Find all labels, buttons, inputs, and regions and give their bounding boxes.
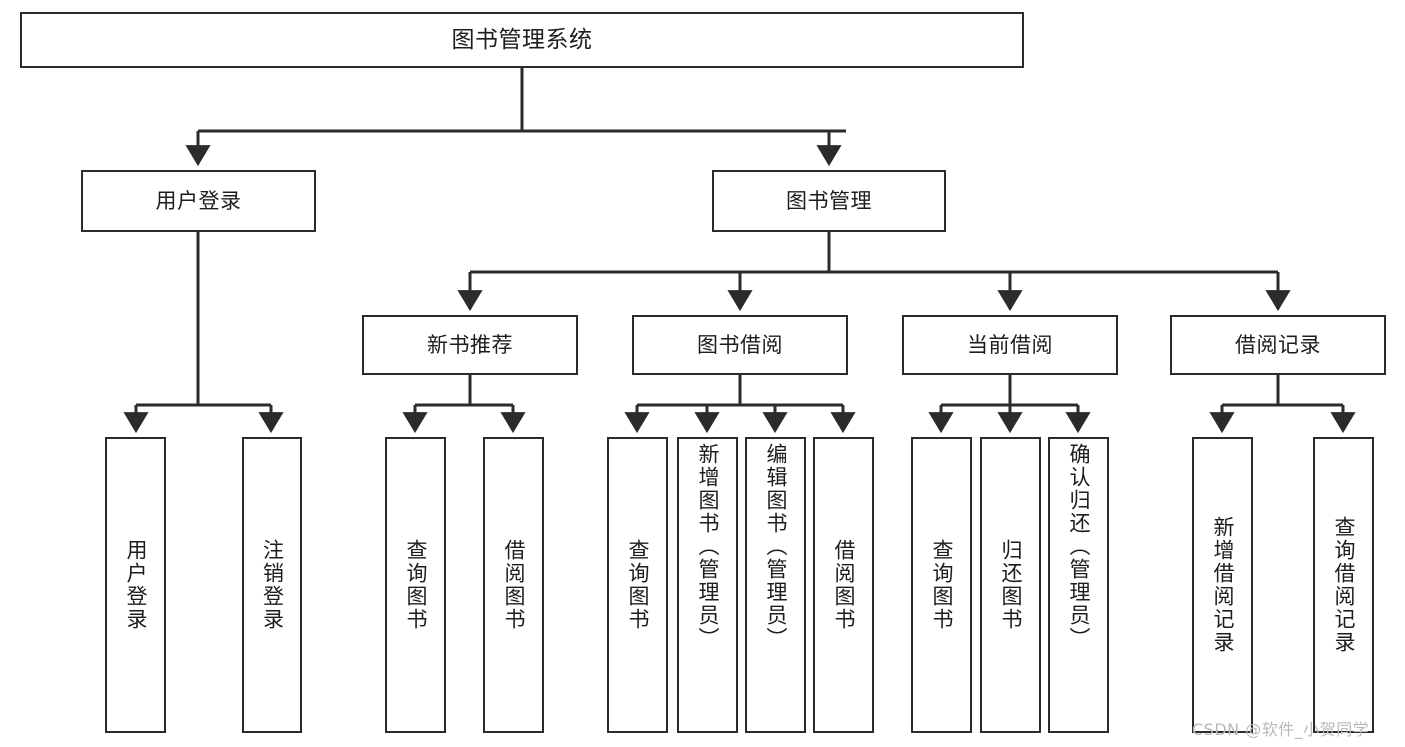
node-new-book-recommend[interactable]: 新书推荐	[362, 315, 578, 375]
csdn-watermark: CSDN @软件_小贺同学	[1192, 720, 1370, 739]
leaf-inner: 新增图书（管理员）	[679, 439, 736, 731]
node-book-borrow[interactable]: 图书借阅	[632, 315, 848, 375]
leaf-inner: 查询图书	[387, 439, 444, 731]
node-borrow-record-label: 借阅记录	[1235, 332, 1321, 357]
leaf-inner: 编辑图书（管理员）	[747, 439, 804, 731]
leaf-current-borrow-confirm[interactable]: 确认归还（管理员）	[1048, 437, 1109, 733]
leaf-inner: 查询借阅记录	[1315, 439, 1372, 731]
leaf-borrow-record-query-label: 查询借阅记录	[1332, 516, 1356, 654]
node-new-book-recommend-label: 新书推荐	[427, 332, 513, 357]
leaf-inner: 查询图书	[913, 439, 970, 731]
leaf-inner: 查询图书	[609, 439, 666, 731]
leaf-inner: 归还图书	[982, 439, 1039, 731]
node-current-borrow[interactable]: 当前借阅	[902, 315, 1118, 375]
leaf-inner: 确认归还（管理员）	[1050, 439, 1107, 731]
leaf-current-borrow-query-label: 查询图书	[930, 539, 954, 631]
leaf-current-borrow-return-label: 归还图书	[999, 539, 1023, 631]
leaf-book-borrow-query[interactable]: 查询图书	[607, 437, 668, 733]
node-root-label: 图书管理系统	[451, 26, 593, 53]
node-borrow-record[interactable]: 借阅记录	[1170, 315, 1386, 375]
leaf-book-borrow-query-label: 查询图书	[626, 539, 650, 631]
leaf-user-login-login-label: 用户登录	[124, 539, 148, 631]
leaf-user-login-login[interactable]: 用户登录	[105, 437, 166, 733]
leaf-current-borrow-confirm-label: 确认归还（管理员）	[1067, 443, 1091, 650]
leaf-new-book-query[interactable]: 查询图书	[385, 437, 446, 733]
leaf-inner: 用户登录	[107, 439, 164, 731]
leaf-borrow-record-add[interactable]: 新增借阅记录	[1192, 437, 1253, 733]
node-user-login-label: 用户登录	[155, 188, 242, 213]
leaf-new-book-borrow-label: 借阅图书	[502, 539, 526, 631]
leaf-book-borrow-edit-label: 编辑图书（管理员）	[764, 443, 788, 650]
leaf-user-login-logout-label: 注销登录	[260, 539, 285, 631]
leaf-borrow-record-query[interactable]: 查询借阅记录	[1313, 437, 1374, 733]
node-book-management[interactable]: 图书管理	[712, 170, 946, 232]
leaf-inner: 新增借阅记录	[1194, 439, 1251, 731]
leaf-book-borrow-edit[interactable]: 编辑图书（管理员）	[745, 437, 806, 733]
leaf-inner: 注销登录	[244, 439, 300, 731]
leaf-book-borrow-add-label: 新增图书（管理员）	[696, 443, 720, 650]
leaf-new-book-borrow[interactable]: 借阅图书	[483, 437, 544, 733]
leaf-book-borrow-add[interactable]: 新增图书（管理员）	[677, 437, 738, 733]
leaf-current-borrow-query[interactable]: 查询图书	[911, 437, 972, 733]
leaf-inner: 借阅图书	[815, 439, 872, 731]
leaf-user-login-logout[interactable]: 注销登录	[242, 437, 302, 733]
leaf-new-book-query-label: 查询图书	[404, 539, 428, 631]
node-root[interactable]: 图书管理系统	[20, 12, 1024, 68]
node-current-borrow-label: 当前借阅	[967, 332, 1053, 357]
leaf-inner: 借阅图书	[485, 439, 542, 731]
node-book-borrow-label: 图书借阅	[697, 332, 783, 357]
node-book-management-label: 图书管理	[786, 188, 872, 213]
node-user-login[interactable]: 用户登录	[81, 170, 316, 232]
leaf-book-borrow-borrow[interactable]: 借阅图书	[813, 437, 874, 733]
leaf-borrow-record-add-label: 新增借阅记录	[1211, 516, 1235, 654]
leaf-book-borrow-borrow-label: 借阅图书	[832, 539, 856, 631]
leaf-current-borrow-return[interactable]: 归还图书	[980, 437, 1041, 733]
